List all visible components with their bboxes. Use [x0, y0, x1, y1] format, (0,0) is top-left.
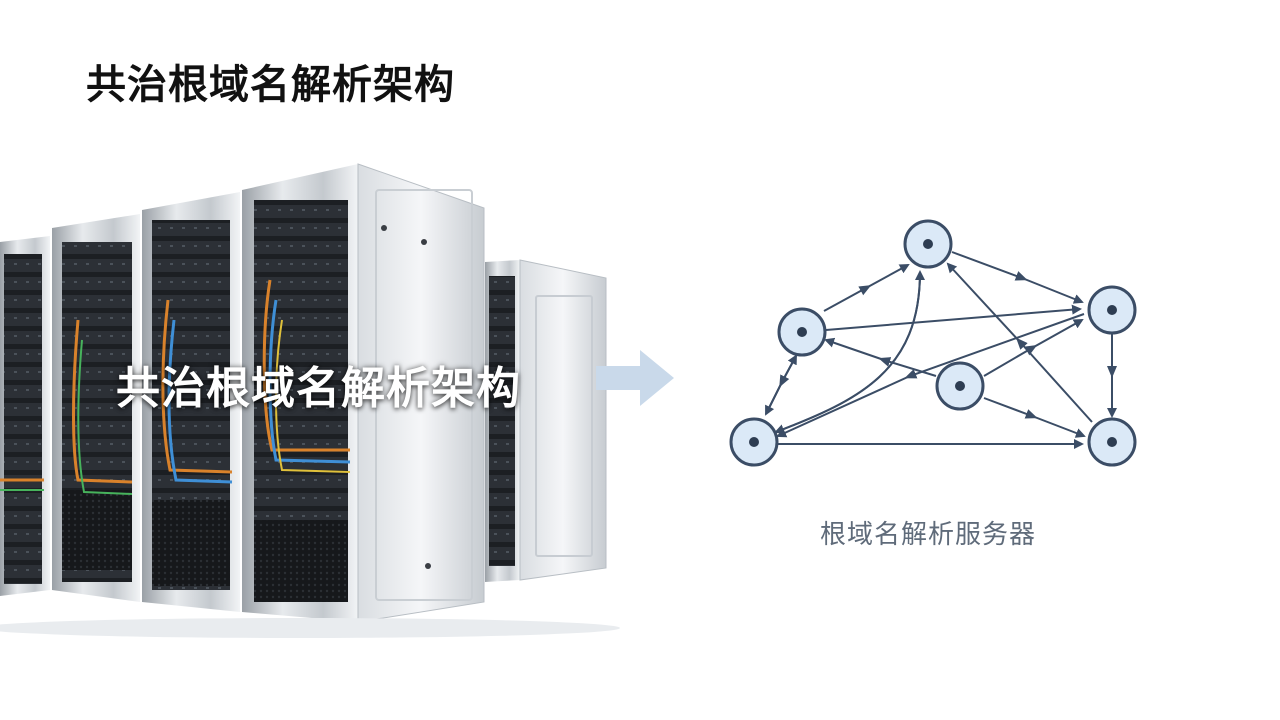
edge-center-left [824, 337, 937, 377]
front-racks [0, 163, 620, 638]
edge-center-bottomright [983, 397, 1086, 438]
edge-bottomleft-left [765, 354, 797, 415]
server-racks-image [0, 163, 620, 638]
node-top [903, 219, 953, 269]
back-rack [485, 259, 607, 582]
overlay-title: 共治根域名解析架构 [116, 363, 521, 414]
network-diagram [729, 219, 1137, 467]
node-bottom-left [729, 417, 779, 467]
edge-bottomright-top [946, 262, 1093, 423]
diagram-caption: 根域名解析服务器 [820, 520, 1037, 550]
edge-left-top [823, 264, 910, 312]
slide-title: 共治根域名解析架构 [86, 62, 455, 108]
edge-center-right [983, 319, 1084, 377]
edge-top-right [951, 251, 1084, 304]
node-bottom-right [1087, 417, 1137, 467]
edge-left-right [825, 304, 1082, 331]
node-left [777, 307, 827, 357]
node-right [1087, 285, 1137, 335]
flow-arrow-icon [596, 350, 674, 406]
edge-right-bottomleft [776, 313, 1085, 438]
node-center [935, 361, 985, 411]
